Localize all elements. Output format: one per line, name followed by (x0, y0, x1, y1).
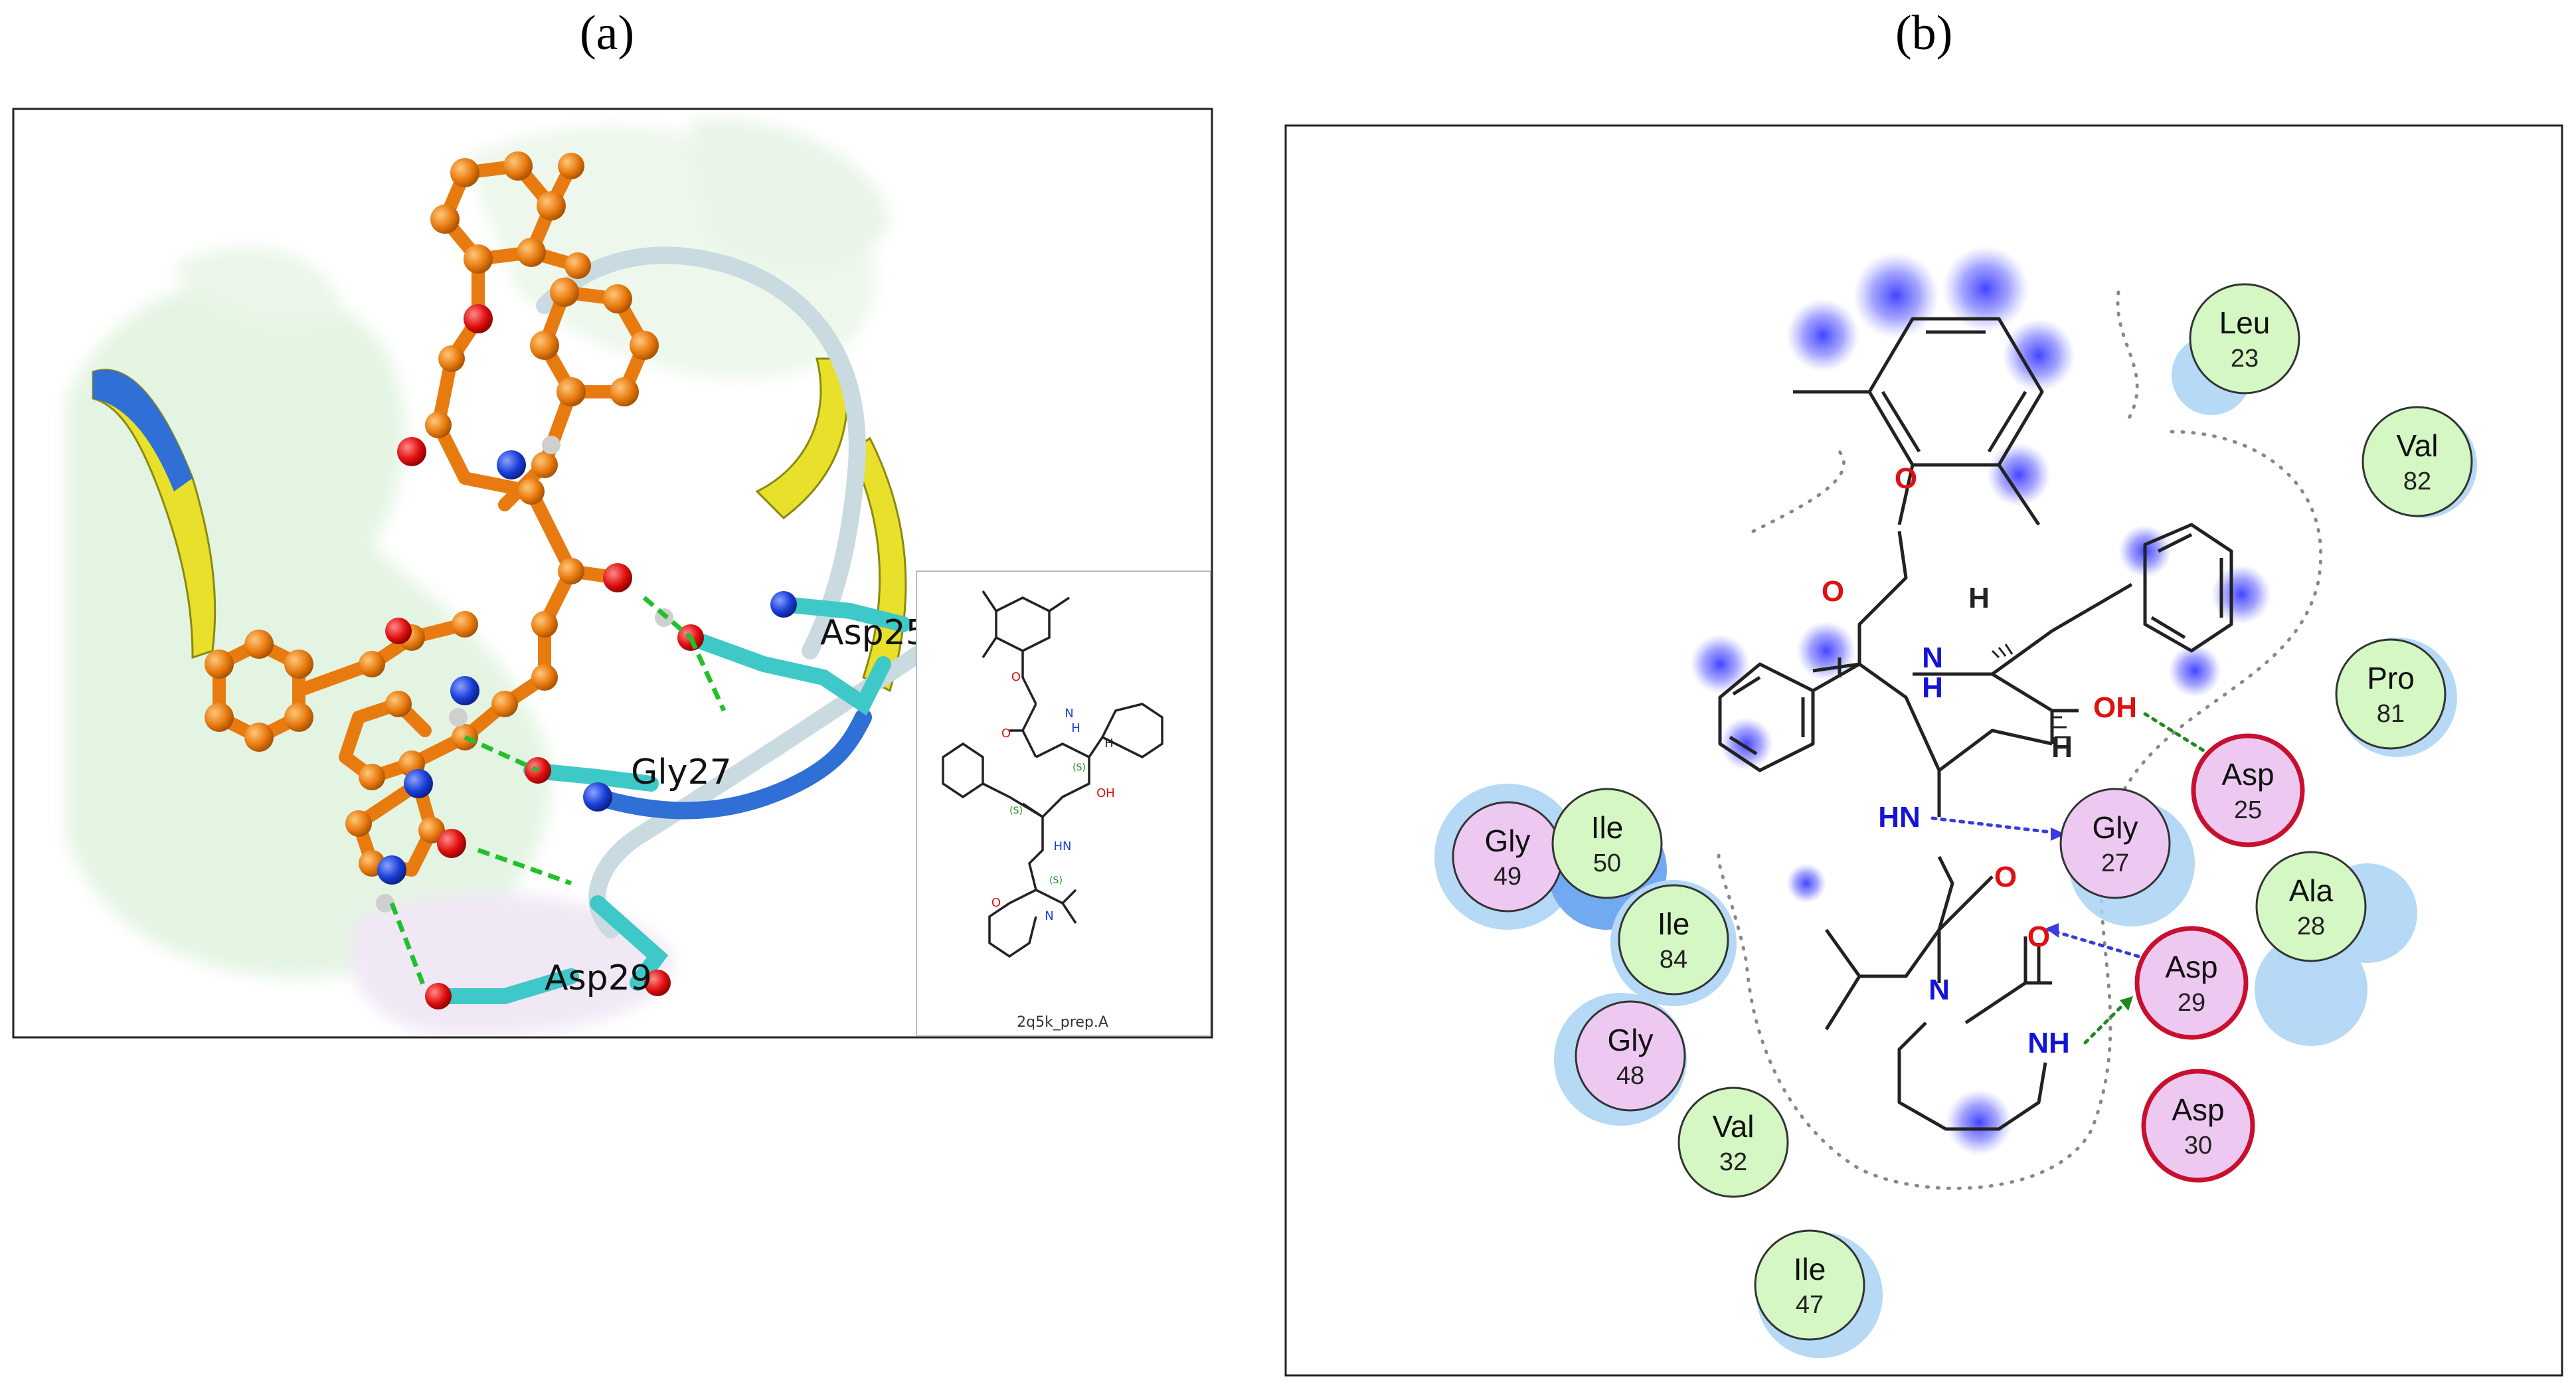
residue-name: Leu (2219, 305, 2271, 340)
inset-caption: 2q5k_prep.A (1017, 1014, 1108, 1031)
residue-circle (2361, 406, 2473, 517)
atom-h-stereo1: H (1968, 582, 1990, 614)
residue-ile-47: Ile 47 (1754, 1229, 1865, 1341)
inset-atom-n1: N (1065, 707, 1073, 721)
residue-ala-28: Ala 28 (2255, 851, 2367, 962)
residue-circle (1754, 1229, 1865, 1341)
atom-o-ring: O (2027, 920, 2050, 953)
inset-atom-o1: O (1011, 670, 1021, 684)
residue-asp-29: Asp 29 (2134, 926, 2249, 1040)
residue-number: 50 (1593, 849, 1621, 877)
atom-h-amide1: H (1922, 671, 1943, 704)
residues-layer: Leu23Val82Pro81Asp25Gly27Ala28Asp29Asp30… (1452, 283, 2473, 1341)
residue-number: 48 (1616, 1062, 1644, 1090)
residue-name: Ile (1658, 907, 1690, 941)
residue-pro-81: Pro 81 (2335, 638, 2447, 750)
residue-name: Gly (1608, 1023, 1654, 1057)
hash-bonds (1991, 644, 2071, 739)
hydrogen-bonds (389, 596, 727, 991)
inset-atom-n2: N (1045, 909, 1053, 923)
inset-stereo-1: (S) (1073, 762, 1086, 773)
residue-sticks (430, 596, 911, 1004)
residue-circle (1575, 1000, 1686, 1112)
residue-name: Gly (2093, 810, 2138, 845)
residue-name: Val (1712, 1109, 1754, 1144)
residue-name: Pro (2367, 661, 2415, 695)
residue-name: Asp (2221, 757, 2274, 792)
residue-number: 28 (2297, 913, 2325, 940)
residue-number: 23 (2231, 345, 2259, 373)
atom-oh: OH (2093, 691, 2137, 724)
residue-leu-23: Leu 23 (2189, 283, 2300, 394)
residue-circle (2134, 926, 2249, 1040)
panel-a-label: (a) (580, 6, 635, 60)
residue-circle (2335, 638, 2447, 750)
panel-b-label: (b) (1895, 6, 1953, 60)
residue-label-asp29: Asp29 (545, 958, 652, 998)
pocket-outline (1717, 290, 2323, 1190)
residue-name: Gly (1485, 824, 1531, 858)
inset-atom-o3: O (991, 896, 1001, 910)
inset-stereo-2: (S) (1009, 806, 1023, 816)
residue-name: Asp (2165, 950, 2217, 984)
panel-a: Asp25 Gly27 Asp29 (12, 108, 1213, 1039)
ligand-2d-structure (1718, 317, 2233, 1131)
residue-number: 84 (1660, 946, 1687, 974)
residue-circle (2141, 1069, 2255, 1183)
residue-gly-49: Gly 49 (1452, 801, 1563, 913)
atom-o-ether: O (1895, 462, 1917, 495)
residue-circle (2191, 733, 2305, 847)
residue-number: 32 (1719, 1148, 1747, 1176)
inset-2d-structure: O O N H H OH (S) (S) HN (S) O N 2q5k_pre… (916, 570, 1211, 1036)
atom-nh-ring: NH (2027, 1027, 2070, 1059)
atom-o-amide2: O (1994, 861, 2017, 893)
residue-name: Asp (2172, 1092, 2224, 1127)
atom-n-amide1: N (1922, 642, 1943, 674)
residue-number: 29 (2178, 989, 2205, 1017)
inset-stereo-3: (S) (1049, 875, 1063, 886)
atom-hn: HN (1878, 801, 1921, 833)
residue-asp-30: Asp 30 (2141, 1069, 2255, 1183)
residue-circle (1551, 788, 1663, 899)
residue-number: 49 (1494, 863, 1521, 891)
residue-number: 81 (2377, 700, 2405, 728)
inset-atom-h1: H (1071, 721, 1080, 735)
residue-name: Ile (1591, 810, 1624, 845)
residue-ile-84: Ile 84 (1618, 884, 1729, 996)
residue-label-gly27: Gly27 (631, 752, 732, 792)
residue-circle (2059, 788, 2171, 899)
coil-tube-blue (589, 709, 872, 820)
residue-name: Val (2396, 428, 2438, 463)
residue-circle (1618, 884, 1729, 996)
residue-number: 82 (2403, 468, 2431, 495)
residue-name: Ile (1794, 1252, 1826, 1286)
residue-ile-50: Ile 50 (1551, 788, 1663, 899)
residue-circle (2255, 851, 2367, 962)
residue-val-82: Val 82 (2361, 406, 2473, 517)
residue-circle (1677, 1087, 1789, 1198)
atom-h-stereo2: H (2051, 731, 2073, 764)
residue-circle (2189, 283, 2300, 394)
helix-ribbon-left-blue (93, 369, 193, 491)
inset-atom-oh: OH (1096, 786, 1115, 800)
inset-atom-h2: H (1104, 737, 1114, 750)
residue-asp-25: Asp 25 (2191, 733, 2305, 847)
residue-number: 30 (2184, 1132, 2212, 1160)
residue-gly-48: Gly 48 (1575, 1000, 1686, 1112)
residue-label-asp25: Asp25 (820, 613, 928, 653)
residue-number: 47 (1796, 1291, 1824, 1319)
inset-atom-o2: O (1001, 727, 1011, 741)
residue-name: Ala (2289, 873, 2334, 908)
residue-gly-27: Gly 27 (2059, 788, 2171, 899)
atom-n-ring: N (1929, 974, 1950, 1006)
residue-val-32: Val 32 (1677, 1087, 1789, 1198)
inset-atom-nh: HN (1054, 839, 1072, 853)
coil-tube-upper (536, 246, 866, 659)
panel-b-frame (1284, 124, 2563, 1377)
residue-number: 27 (2101, 849, 2129, 877)
residue-number: 25 (2234, 796, 2262, 824)
atom-o-amide1: O (1822, 575, 1844, 608)
